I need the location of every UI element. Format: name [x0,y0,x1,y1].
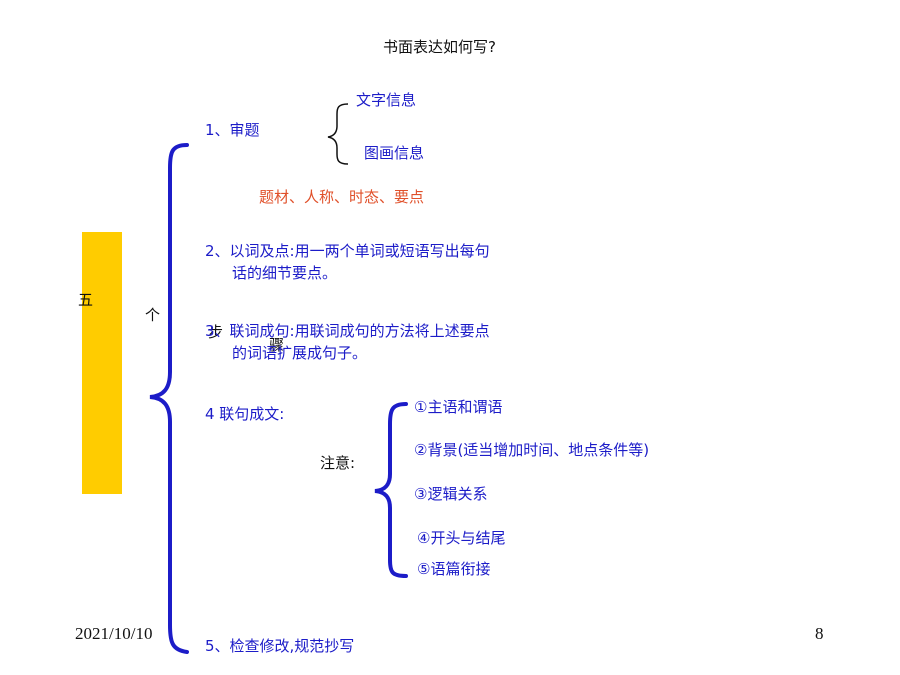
note-item-3: ③逻辑关系 [414,485,488,503]
step4-label: 4 联句成文: [205,405,285,423]
footer-date: 2021/10/10 [75,624,153,643]
note-item-1: ①主语和谓语 [414,398,503,416]
main-brace [149,143,189,654]
side-label-five: 五 [78,291,94,309]
note-item-4: ④开头与结尾 [417,529,506,547]
step1-keypoints: 题材、人称、时态、要点 [259,188,425,206]
page-number: 8 [815,624,824,643]
yellow-side-bar [82,232,122,494]
step3-line1: 3、联词成句:用联词成句的方法将上述要点 [205,322,490,340]
step2-line1: 2、以词及点:用一两个单词或短语写出每句 [205,242,490,260]
step1-label: 1、审题 [205,121,260,139]
note-item-5: ⑤语篇衔接 [417,560,491,578]
notes-brace [374,402,408,578]
note-item-2: ②背景(适当增加时间、地点条件等) [414,441,650,459]
step1-subitem-text: 文字信息 [356,91,417,109]
step5-label: 5、检查修改,规范抄写 [205,637,355,655]
page-title: 书面表达如何写? [383,38,496,56]
step2-line2: 话的细节要点。 [232,264,338,282]
side-label-bu: 步 [208,323,224,341]
step1-small-brace [327,103,349,165]
side-label-zhou: 骤 [269,336,285,354]
step3-line2: 的词语扩展成句子。 [232,344,368,362]
side-label-ge: 个 [145,306,161,324]
step4-note-label: 注意: [320,454,356,472]
step1-subitem-image: 图画信息 [364,144,425,162]
